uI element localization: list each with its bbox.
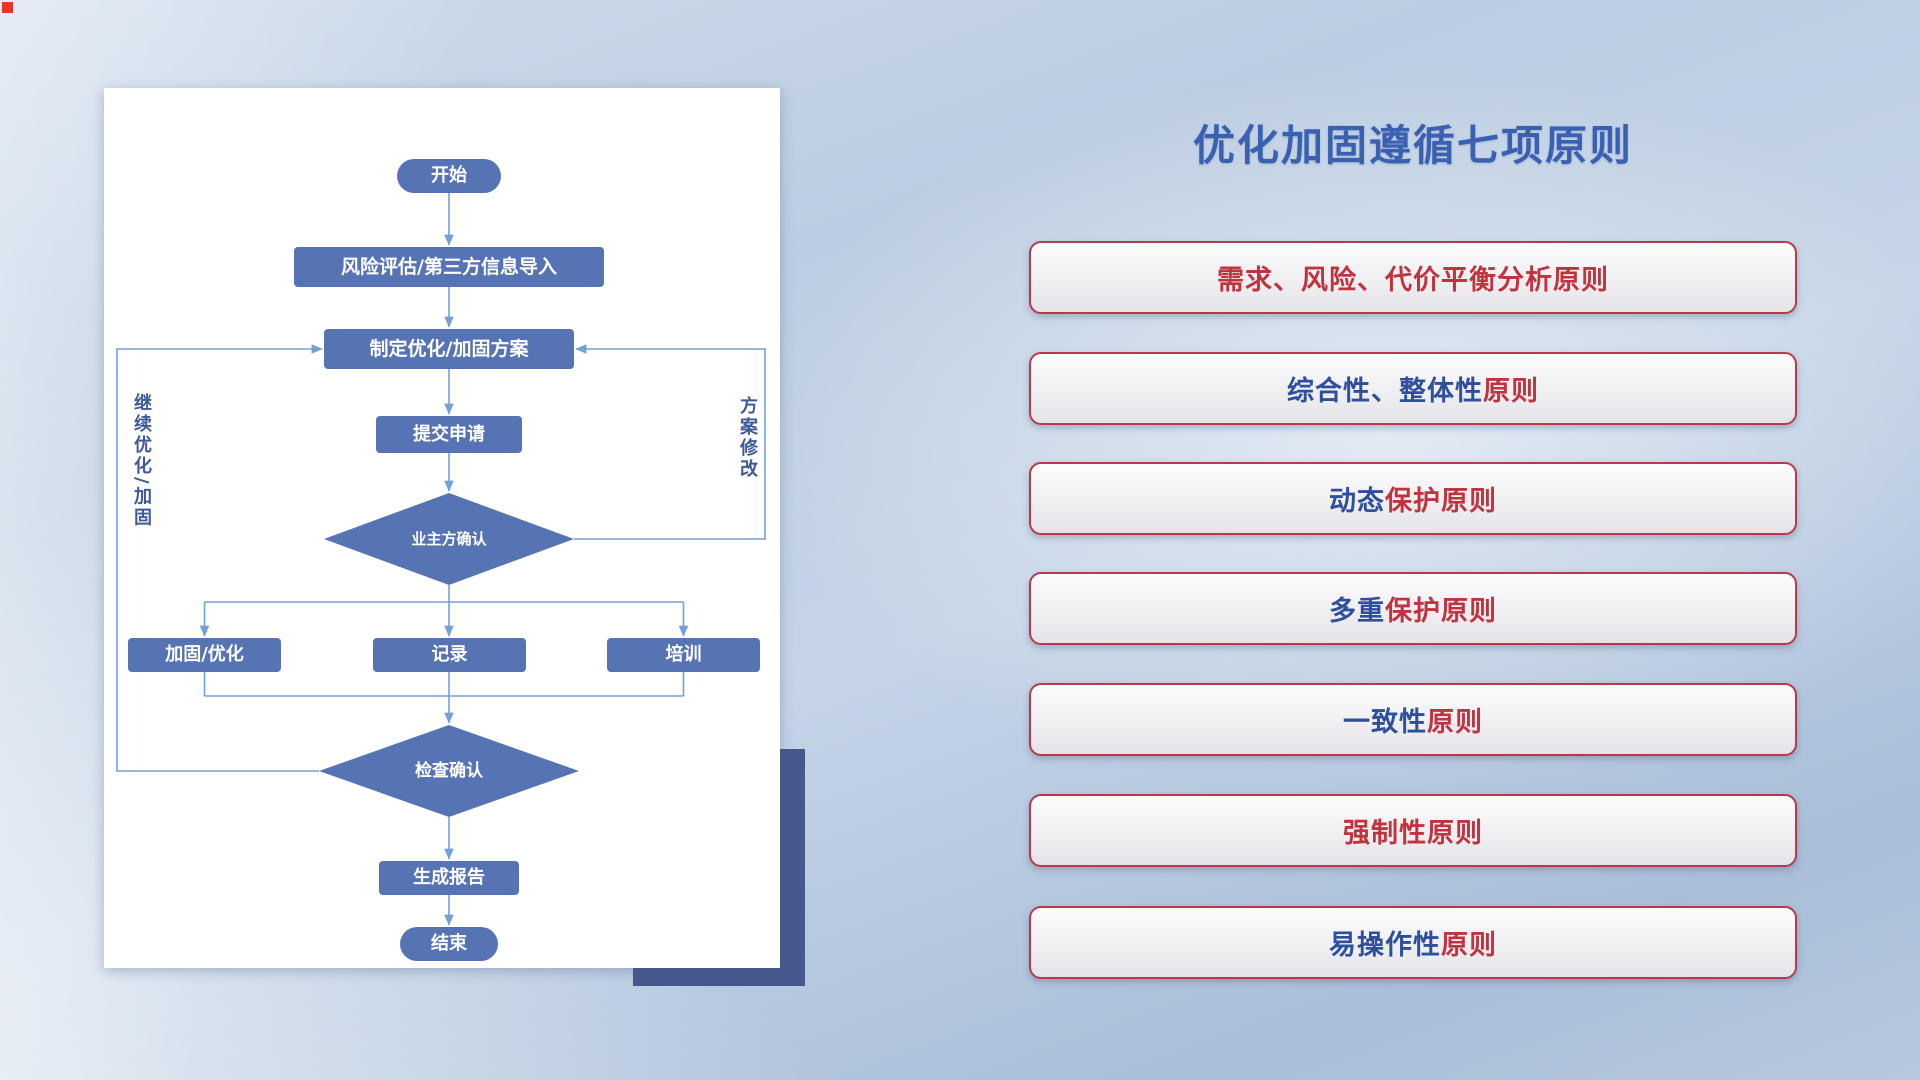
principles-panel: 优化加固遵循七项原则 需求、风险、代价平衡分析原则 综合性、整体性原则 动态保护… bbox=[1029, 0, 1797, 1080]
principle-box-1: 需求、风险、代价平衡分析原则 bbox=[1029, 241, 1797, 314]
principle-box-3: 动态保护原则 bbox=[1029, 462, 1797, 535]
principle-7-text-blue: 易操作性 bbox=[1329, 930, 1441, 961]
flow-node-start: 开始 bbox=[397, 159, 501, 193]
principle-5-text-blue: 一致性 bbox=[1343, 707, 1427, 738]
flow-connectors bbox=[116, 193, 766, 926]
principle-1-text-red: 需求、风险、代价平衡分析原则 bbox=[1217, 265, 1609, 296]
principle-box-5: 一致性原则 bbox=[1029, 683, 1797, 756]
principle-2-text-blue: 综合性、整体性 bbox=[1287, 376, 1483, 407]
flow-node-submit: 提交申请 bbox=[376, 416, 522, 453]
principle-box-2: 综合性、整体性原则 bbox=[1029, 352, 1797, 425]
flow-node-plan: 制定优化/加固方案 bbox=[324, 329, 574, 369]
panel-title: 优化加固遵循七项原则 bbox=[1192, 121, 1633, 170]
principle-box-7: 易操作性原则 bbox=[1029, 906, 1797, 979]
loop-label-continue: 继续优化/加固 bbox=[131, 393, 152, 529]
flow-node-risk-import: 风险评估/第三方信息导入 bbox=[294, 247, 604, 287]
flowchart-card: 开始 风险评估/第三方信息导入 制定优化/加固方案 提交申请 业主方确认 加固/… bbox=[104, 88, 780, 968]
principle-3-text-blue: 动态 bbox=[1329, 486, 1385, 517]
loop-label-modify: 方案修改 bbox=[737, 396, 758, 480]
principle-2-text-red: 原则 bbox=[1483, 376, 1539, 407]
corner-marker bbox=[2, 2, 13, 13]
principle-box-4: 多重保护原则 bbox=[1029, 572, 1797, 645]
principle-6-text-red: 强制性原则 bbox=[1343, 818, 1483, 849]
flow-node-harden: 加固/优化 bbox=[128, 638, 281, 672]
principle-5-text-red: 原则 bbox=[1427, 707, 1483, 738]
principle-4-text-red: 保护原则 bbox=[1385, 596, 1497, 627]
principle-4-text-blue: 多重 bbox=[1329, 596, 1385, 627]
flow-node-report: 生成报告 bbox=[379, 861, 519, 895]
principle-3-text-red: 保护原则 bbox=[1385, 486, 1497, 517]
principle-box-6: 强制性原则 bbox=[1029, 794, 1797, 867]
flow-node-end: 结束 bbox=[400, 927, 498, 961]
principle-7-text-red: 原则 bbox=[1441, 930, 1497, 961]
flow-node-record: 记录 bbox=[373, 638, 526, 672]
flow-node-training: 培训 bbox=[607, 638, 760, 672]
